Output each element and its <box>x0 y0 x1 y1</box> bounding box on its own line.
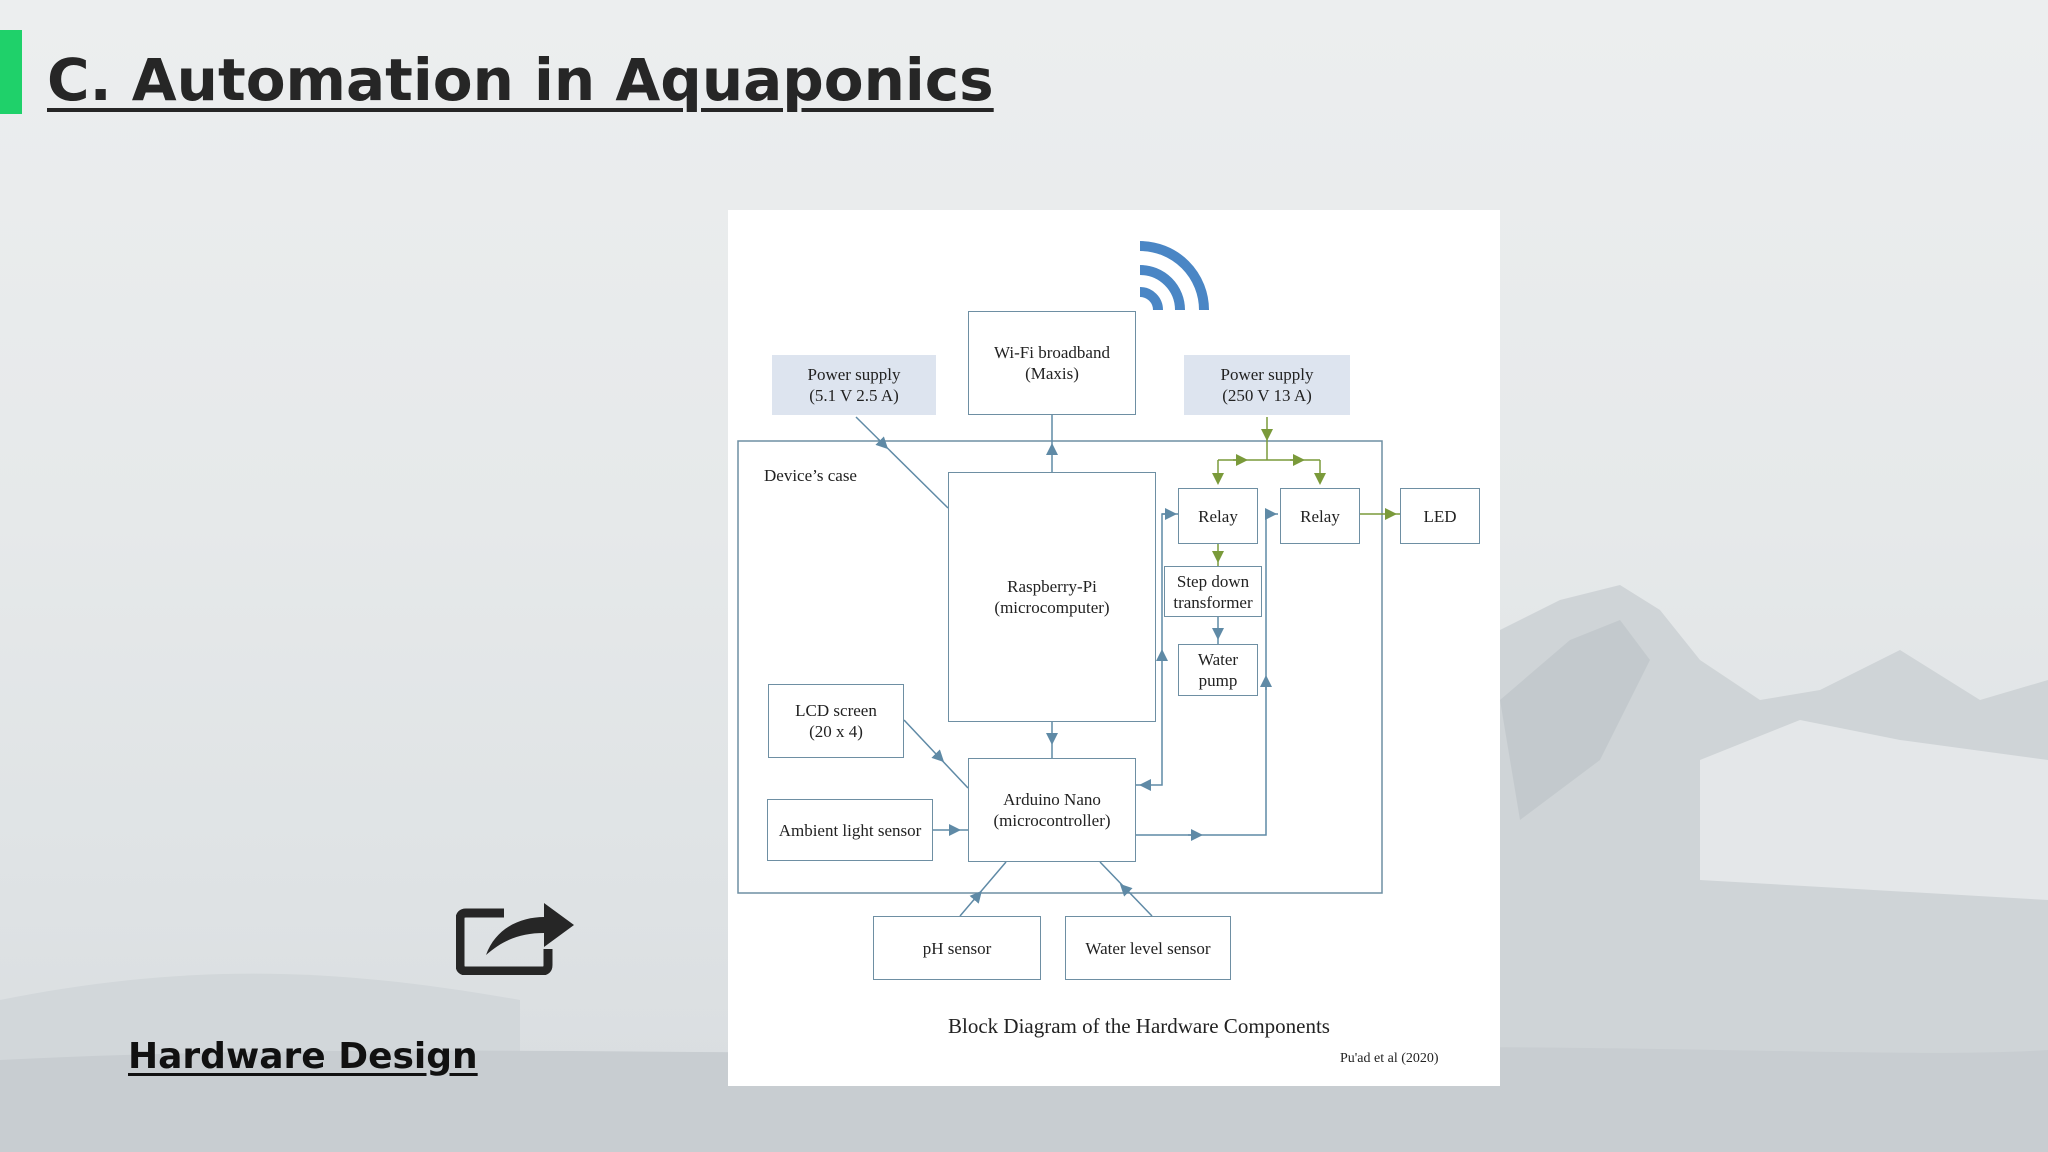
slide-title: C. Automation in Aquaponics <box>47 46 994 114</box>
step-down-transformer-block: Step down transformer <box>1164 566 1262 617</box>
ambient-light-sensor-block: Ambient light sensor <box>767 799 933 861</box>
power-supply-250v-block: Power supply (250 V 13 A) <box>1184 355 1350 415</box>
device-case-outline <box>737 440 1383 894</box>
relay-block-2: Relay <box>1280 488 1360 544</box>
arduino-nano-block: Arduino Nano (microcontroller) <box>968 758 1136 862</box>
accent-bar <box>0 30 22 114</box>
water-pump-block: Water pump <box>1178 644 1258 696</box>
led-block: LED <box>1400 488 1480 544</box>
diagram-connectors <box>737 241 1400 917</box>
wifi-broadband-block: Wi-Fi broadband (Maxis) <box>968 311 1136 415</box>
lcd-screen-block: LCD screen (20 x 4) <box>768 684 904 758</box>
share-external-icon[interactable] <box>456 893 578 975</box>
relay-block-1: Relay <box>1178 488 1258 544</box>
raspberry-pi-block: Raspberry-Pi (microcomputer) <box>948 472 1156 722</box>
hardware-block-diagram: Power supply (5.1 V 2.5 A) Wi-Fi broadba… <box>728 210 1500 1086</box>
water-level-sensor-block: Water level sensor <box>1065 916 1231 980</box>
ph-sensor-block: pH sensor <box>873 916 1041 980</box>
hardware-design-link[interactable]: Hardware Design <box>128 1036 478 1077</box>
wifi-signal-icon <box>1139 241 1209 311</box>
device-case-label: Device’s case <box>764 466 857 485</box>
power-supply-5v-block: Power supply (5.1 V 2.5 A) <box>772 355 936 415</box>
diagram-caption: Block Diagram of the Hardware Components <box>948 1014 1330 1038</box>
diagram-citation: Pu'ad et al (2020) <box>1340 1051 1439 1066</box>
